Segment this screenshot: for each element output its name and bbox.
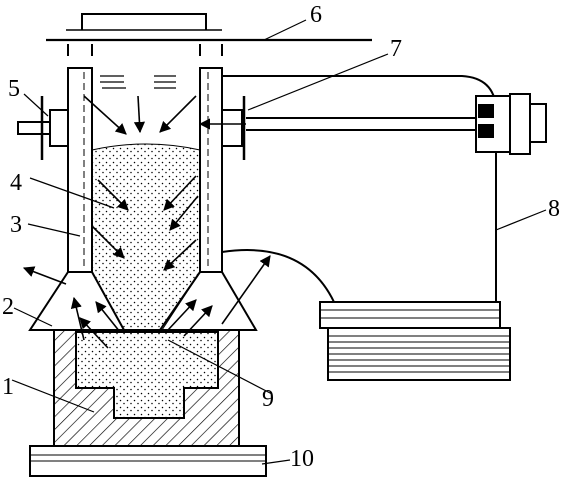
label-5: 5	[8, 76, 20, 102]
label-10: 10	[290, 446, 314, 472]
label-4: 4	[10, 170, 22, 196]
label-8: 8	[548, 196, 560, 222]
leader-lines	[11, 19, 547, 465]
label-3: 3	[10, 212, 22, 238]
callout-labels: 1 2 3 4 5 6 7 8 9 10	[2, 2, 560, 472]
right-flange-pipe	[221, 96, 480, 160]
flow-arrows	[22, 95, 271, 349]
base-plate	[29, 445, 267, 477]
powder-lines-top	[100, 75, 176, 89]
label-9: 9	[262, 386, 274, 412]
label-1: 1	[2, 374, 14, 400]
housing-frame	[221, 75, 547, 303]
label-2: 2	[2, 294, 14, 320]
left-valve	[17, 96, 69, 160]
label-7: 7	[390, 36, 402, 62]
top-crossbar	[46, 13, 372, 56]
powder-fill	[91, 143, 201, 336]
mold-block	[53, 329, 240, 447]
pump-unit	[319, 301, 511, 381]
label-6: 6	[310, 2, 322, 28]
